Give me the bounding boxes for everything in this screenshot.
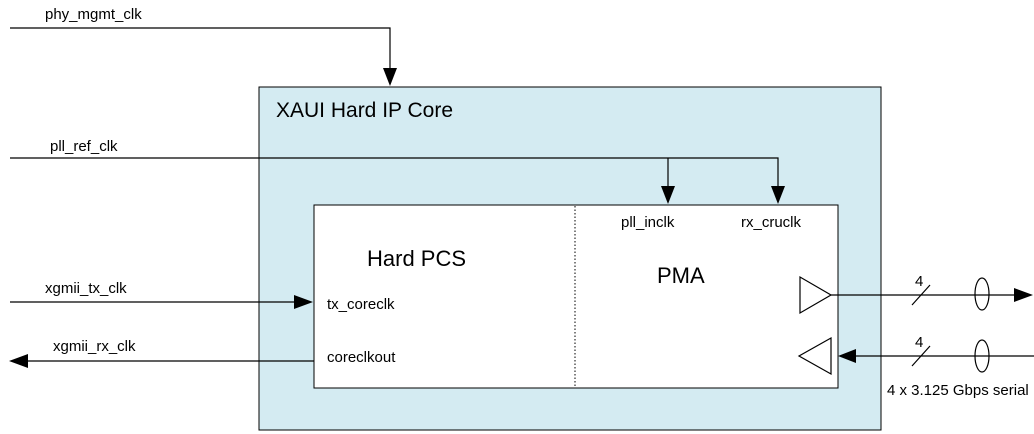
tx-serial-arrowhead [1014, 288, 1033, 302]
rx-diff-pair-ellipse [974, 339, 990, 373]
pll-ref-clk-wire [10, 157, 779, 186]
xgmii-rx-clk-arrowhead [9, 354, 28, 368]
tx-bus-slash [911, 284, 931, 306]
rx-bus-width: 4 [915, 334, 923, 351]
phy-mgmt-clk-arrowhead [383, 68, 397, 86]
rx-cruclk-arrowhead [771, 186, 785, 204]
rx-serial-arrowhead [838, 349, 856, 363]
pll-inclk-label: pll_inclk [621, 214, 675, 231]
core-title: XAUI Hard IP Core [276, 99, 453, 122]
pcs-pma-box [313, 204, 839, 389]
tx-driver-triangle [799, 275, 833, 315]
pma-title: PMA [657, 263, 705, 288]
rx-cruclk-label: rx_cruclk [741, 214, 802, 231]
coreclkout-label: coreclkout [327, 349, 396, 366]
serial-rate-label: 4 x 3.125 Gbps serial [887, 382, 1029, 399]
phy-mgmt-clk-wire [10, 27, 391, 68]
tx-coreclk-label: tx_coreclk [327, 296, 395, 313]
tx-diff-pair-ellipse [974, 277, 990, 311]
xgmii-tx-clk-label: xgmii_tx_clk [45, 280, 127, 297]
xgmii-tx-clk-arrowhead [294, 295, 313, 309]
xgmii-rx-clk-label: xgmii_rx_clk [53, 338, 136, 355]
pll-inclk-arrowhead [661, 186, 675, 204]
phy-mgmt-clk-label: phy_mgmt_clk [45, 6, 142, 23]
rx-receiver-triangle [797, 336, 832, 376]
tx-bus-width: 4 [915, 273, 923, 290]
pll-ref-clk-label: pll_ref_clk [50, 138, 118, 155]
rx-bus-slash [911, 345, 931, 367]
pcs-title: Hard PCS [367, 246, 466, 271]
